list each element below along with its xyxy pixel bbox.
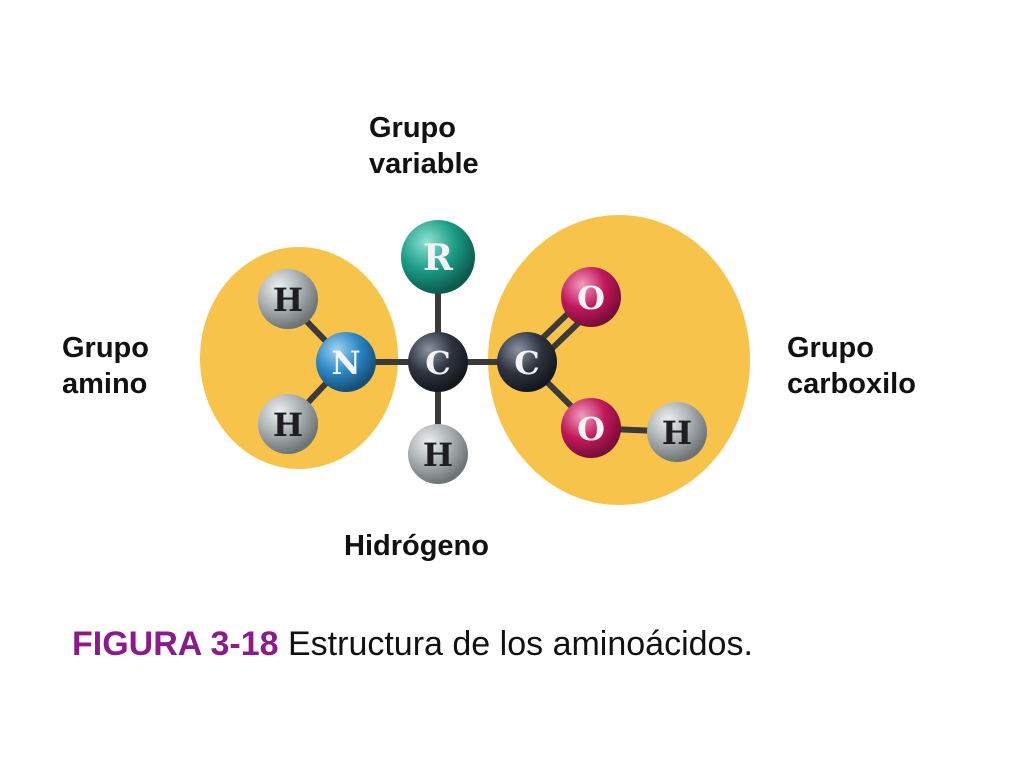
svg-text:C: C	[514, 344, 539, 382]
label-variable-line2: variable	[369, 148, 479, 180]
svg-text:O: O	[577, 410, 605, 448]
figure-caption: FIGURA 3-18 Estructura de los aminoácido…	[72, 622, 753, 666]
svg-text:H: H	[273, 281, 303, 319]
atom-h-amino-bottom: H	[258, 394, 318, 454]
atom-c-alpha: C	[408, 332, 468, 392]
label-amino-line2: amino	[62, 368, 148, 400]
svg-text:H: H	[273, 406, 303, 444]
atom-h-amino-top: H	[258, 269, 318, 329]
label-carboxyl-line2: carboxilo	[787, 368, 916, 400]
atom-r: R	[401, 220, 475, 294]
amino-group-highlight	[200, 247, 398, 469]
svg-text:H: H	[423, 436, 453, 474]
label-variable-group: Grupo variable	[369, 110, 479, 182]
atom-h-hydroxyl: H	[647, 402, 707, 462]
svg-text:O: O	[577, 279, 605, 317]
label-hydrogen-text: Hidrógeno	[344, 530, 489, 562]
atom-h-alpha: H	[408, 424, 468, 484]
atom-o-double: O	[561, 267, 621, 327]
figure-number: FIGURA 3-18	[72, 625, 279, 663]
svg-text:N: N	[331, 344, 360, 382]
label-hydrogen: Hidrógeno	[344, 528, 489, 564]
svg-text:C: C	[425, 344, 450, 382]
svg-text:R: R	[423, 237, 454, 279]
label-variable-line1: Grupo	[369, 112, 456, 144]
atom-n: N	[316, 332, 376, 392]
label-carboxyl-line1: Grupo	[787, 332, 874, 364]
figure-caption-text: Estructura de los aminoácidos.	[278, 625, 753, 663]
atom-o-hydroxyl: O	[561, 398, 621, 458]
atom-c-carboxyl: C	[497, 332, 557, 392]
svg-text:H: H	[662, 414, 692, 452]
label-amino-line1: Grupo	[62, 332, 149, 364]
label-carboxyl-group: Grupo carboxilo	[787, 330, 916, 402]
label-amino-group: Grupo amino	[62, 330, 149, 402]
